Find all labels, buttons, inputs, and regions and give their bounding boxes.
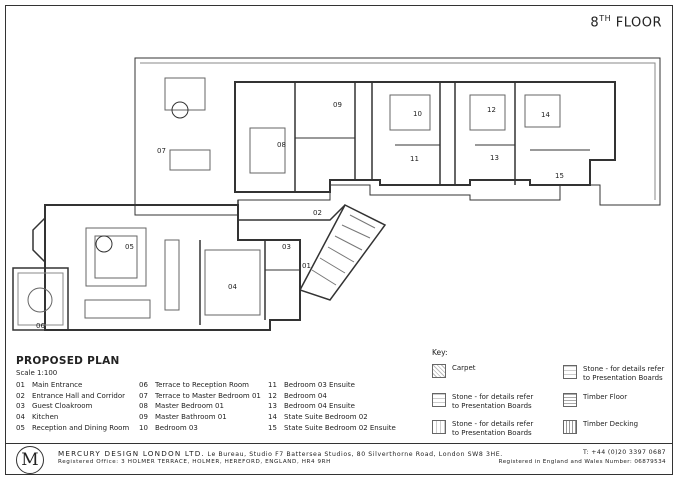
legend-title: PROPOSED PLAN: [16, 355, 120, 367]
label-15: 15: [555, 172, 564, 180]
company-phone: T: +44 (0)20 3397 0687: [582, 449, 666, 456]
stone-swatch: [432, 420, 446, 434]
registered-office: Registered Office: 3 HOLMER TERRACE, HOL…: [58, 459, 331, 465]
label-11: 11: [410, 155, 419, 163]
terrace-06: [12, 267, 69, 331]
label-04: 04: [228, 283, 237, 291]
footer-divider: [5, 443, 673, 444]
carpet-swatch: [432, 364, 446, 378]
registration-number: Registered in England and Wales Number: …: [498, 459, 666, 465]
key-title: Key:: [432, 348, 448, 357]
label-01: 01: [302, 262, 311, 270]
label-03: 03: [282, 243, 291, 251]
bedroom-wing-walls: [234, 81, 616, 193]
label-13: 13: [490, 154, 499, 162]
label-05: 05: [125, 243, 134, 251]
label-12: 12: [487, 106, 496, 114]
label-07: 07: [157, 147, 166, 155]
company-line: MERCURY DESIGN LONDON LTD. Le Bureau, St…: [58, 449, 503, 458]
stone-swatch: [432, 393, 446, 407]
label-06: 06: [36, 322, 45, 330]
label-09: 09: [333, 101, 342, 109]
staircase: [298, 204, 387, 301]
label-08: 08: [277, 141, 286, 149]
stone-swatch: [563, 365, 577, 379]
label-02: 02: [313, 209, 322, 217]
floor-title: 8TH FLOOR: [590, 14, 662, 31]
label-10: 10: [413, 110, 422, 118]
timber-decking-swatch: [563, 420, 577, 434]
timber-floor-swatch: [563, 393, 577, 407]
legend-scale: Scale 1:100: [16, 369, 58, 377]
sheet-border: [5, 5, 673, 475]
lower-wing-walls: [44, 204, 301, 331]
label-14: 14: [541, 111, 550, 119]
company-logo: M: [16, 446, 44, 474]
